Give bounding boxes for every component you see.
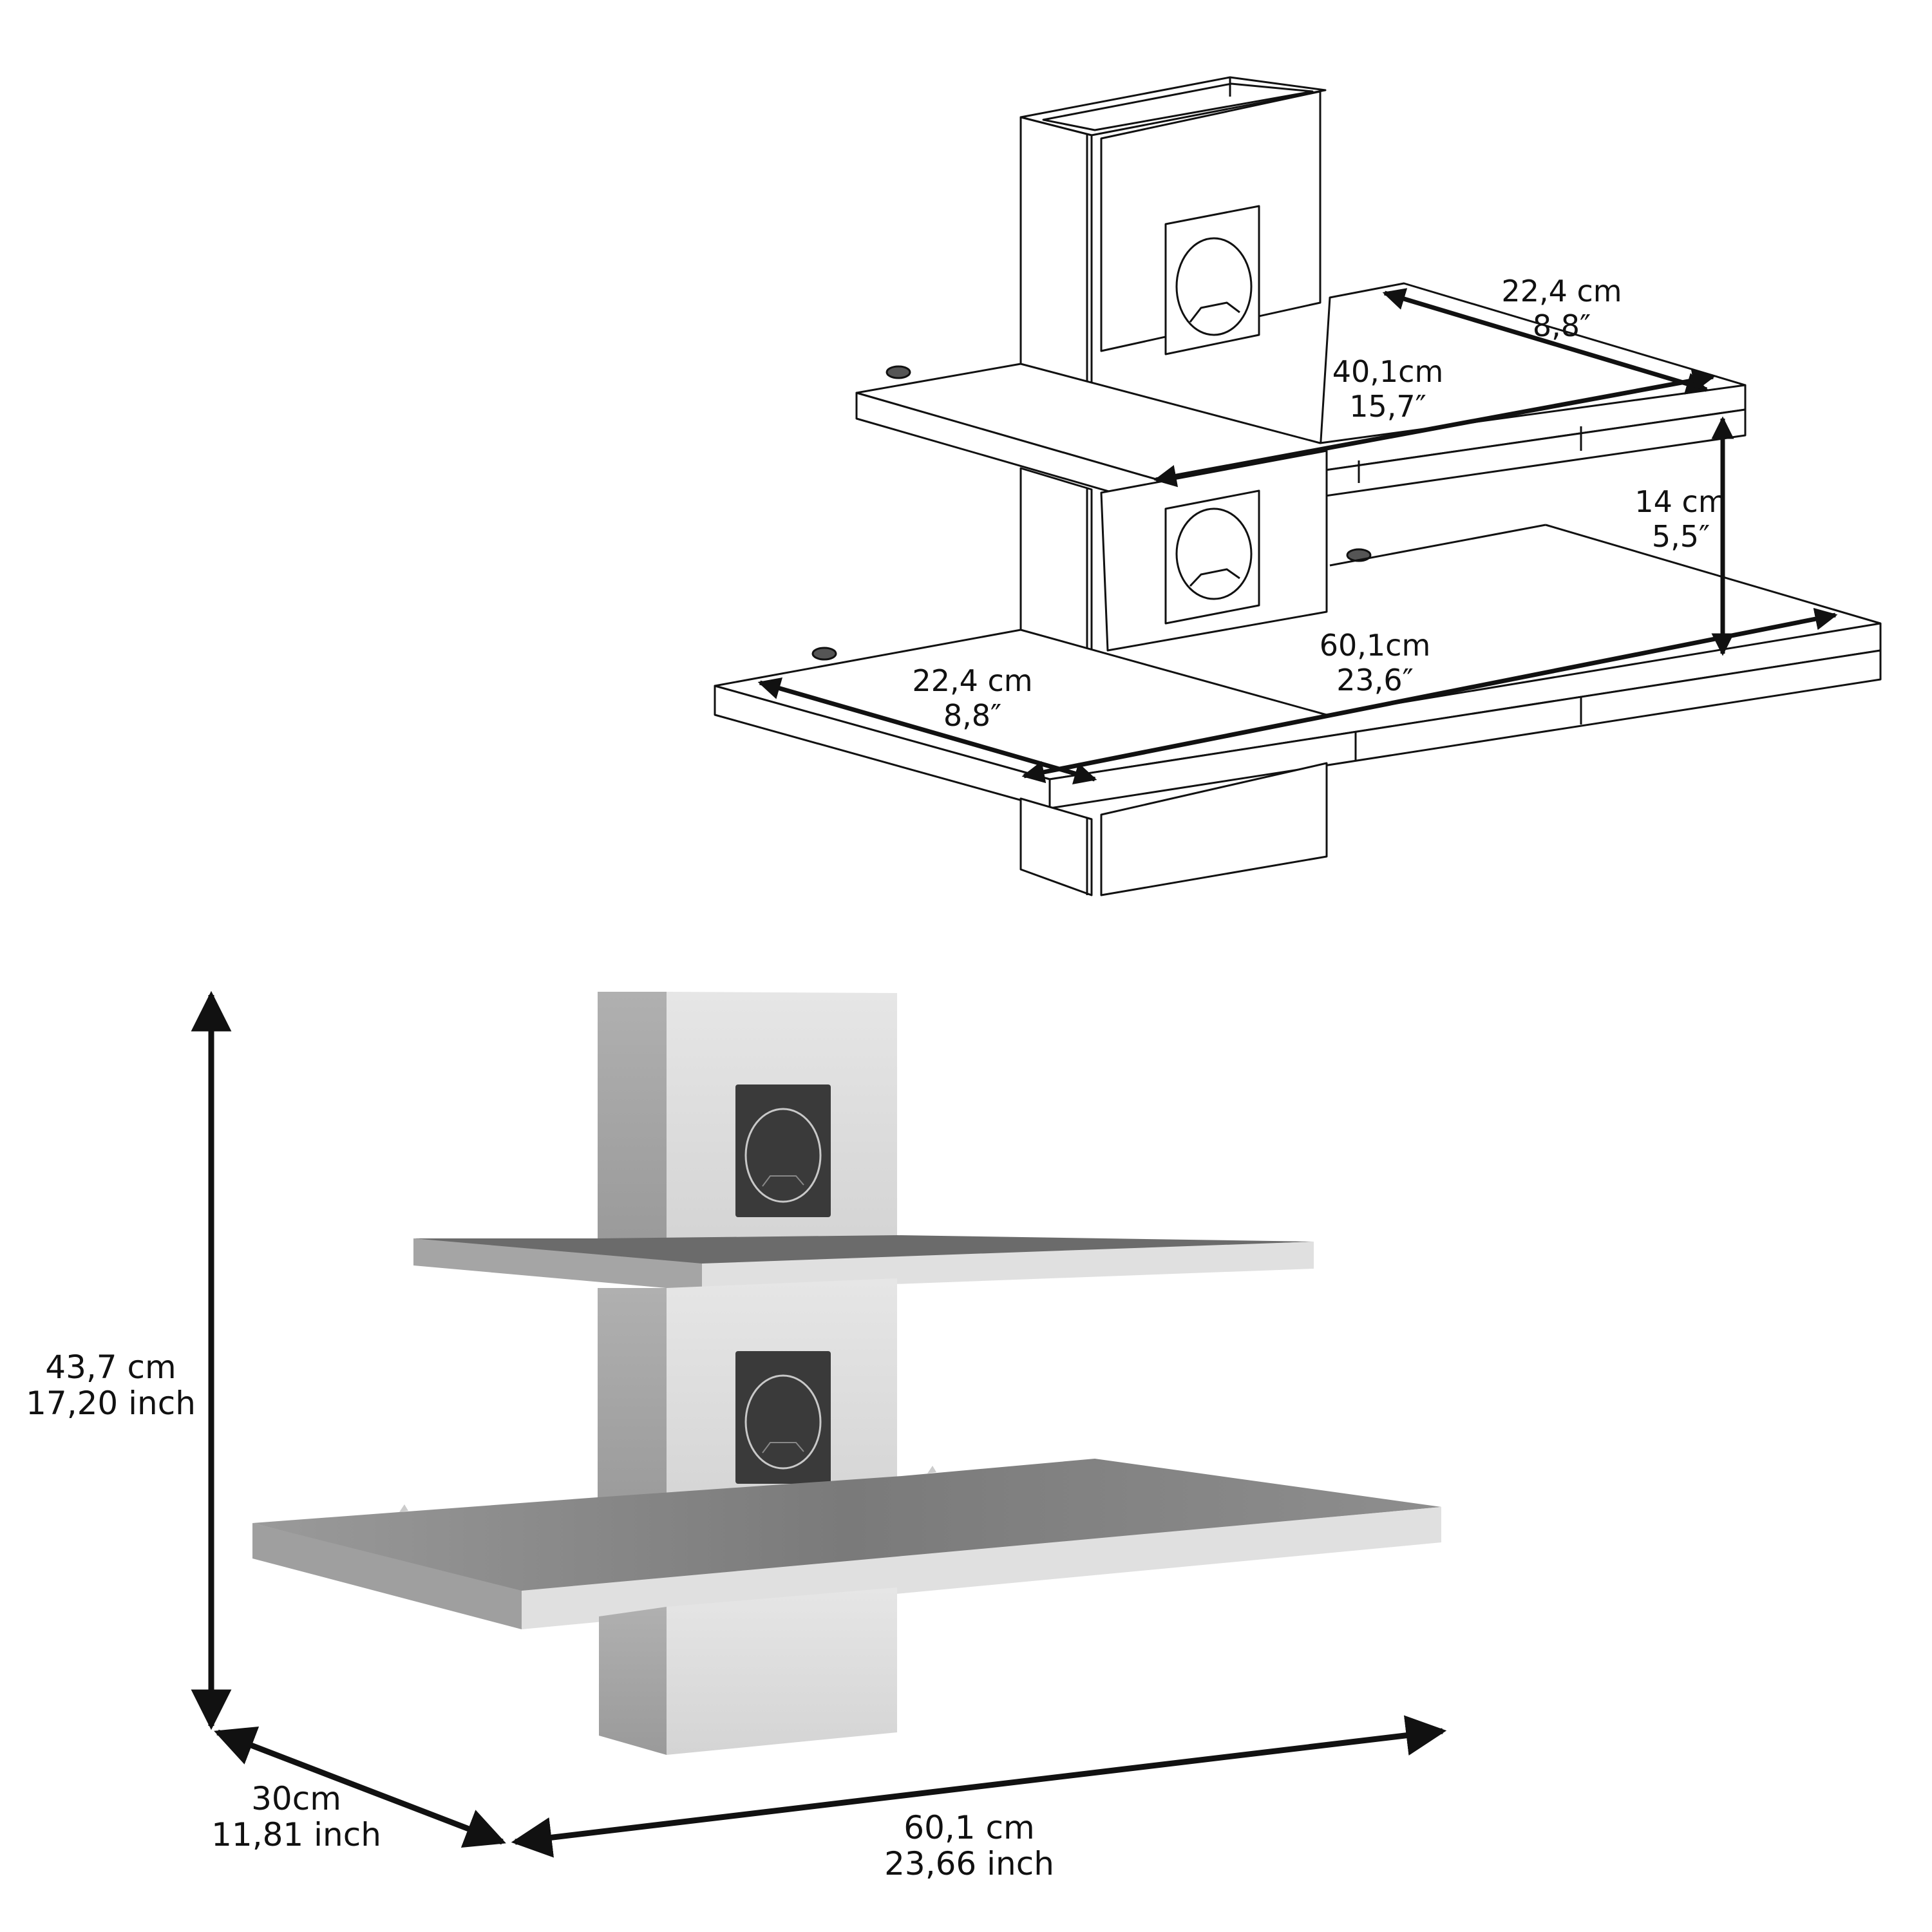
label-bottom-shelf-depth-inch: 8,8″ bbox=[943, 698, 1002, 733]
column-top-rim bbox=[1019, 76, 1327, 137]
column-upper-side bbox=[1019, 116, 1093, 384]
render-column-mid-side bbox=[598, 1288, 667, 1517]
label-bottom-shelf-width-cm: 60,1cm bbox=[1319, 628, 1431, 663]
dim-bottom-depth bbox=[757, 677, 1097, 785]
label-overall-height-cm: 43,7 cm bbox=[45, 1349, 176, 1386]
label-overall-height-inch: 17,20 inch bbox=[26, 1385, 196, 1422]
dim-overall-depth bbox=[214, 1726, 506, 1848]
label-shelf-spacing: 14 cm 5,5″ bbox=[1634, 484, 1727, 554]
label-overall-depth-cm: 30cm bbox=[251, 1780, 341, 1817]
dimension-arrows-line-drawing bbox=[757, 288, 1838, 785]
label-top-shelf-width: 40,1cm 15,7″ bbox=[1332, 354, 1444, 424]
render-column-bottom-front bbox=[667, 1587, 897, 1755]
wall-screw-icon bbox=[886, 365, 911, 379]
dim-overall-width bbox=[511, 1715, 1447, 1858]
label-overall-depth: 30cm 11,81 inch bbox=[211, 1781, 381, 1853]
label-overall-width-inch: 23,66 inch bbox=[884, 1845, 1054, 1882]
rendered-view bbox=[191, 990, 1447, 1858]
label-top-shelf-depth-cm: 22,4 cm bbox=[1501, 274, 1622, 308]
dim-top-width bbox=[1153, 369, 1716, 488]
label-shelf-spacing-cm: 14 cm bbox=[1634, 484, 1727, 519]
render-column-bottom-side bbox=[599, 1607, 667, 1755]
label-top-shelf-width-inch: 15,7″ bbox=[1349, 389, 1426, 424]
grommet-lower-icon bbox=[1164, 489, 1260, 625]
label-top-shelf-depth: 22,4 cm 8,8″ bbox=[1501, 274, 1622, 343]
line-drawing bbox=[714, 76, 1882, 896]
label-overall-width: 60,1 cm 23,66 inch bbox=[884, 1810, 1054, 1882]
render-top-shelf-edge bbox=[702, 1242, 1314, 1291]
dimension-arrows-overall bbox=[191, 990, 1447, 1858]
render-bottom-shelf-front bbox=[252, 1523, 522, 1629]
label-bottom-shelf-depth-cm: 22,4 cm bbox=[912, 663, 1033, 698]
label-top-shelf-width-cm: 40,1cm bbox=[1332, 354, 1444, 389]
render-column-top-side bbox=[598, 992, 667, 1246]
render-grommet-lower-icon bbox=[735, 1351, 831, 1484]
column-middle-side bbox=[1019, 467, 1093, 652]
label-bottom-shelf-width: 60,1cm 23,6″ bbox=[1320, 628, 1431, 697]
column-bottom-side bbox=[1019, 797, 1093, 896]
label-overall-width-cm: 60,1 cm bbox=[904, 1809, 1035, 1846]
label-overall-height: 43,7 cm 17,20 inch bbox=[26, 1349, 196, 1421]
label-shelf-spacing-inch: 5,5″ bbox=[1651, 519, 1710, 554]
label-top-shelf-depth-inch: 8,8″ bbox=[1532, 308, 1591, 343]
render-top-shelf-front bbox=[413, 1238, 702, 1291]
grommet-upper-icon bbox=[1164, 205, 1260, 355]
render-bottom-shelf-edge bbox=[522, 1507, 1441, 1629]
render-bottom-shelf-top bbox=[252, 1459, 1441, 1592]
dim-bottom-width bbox=[1021, 607, 1838, 784]
label-bottom-shelf-width-inch: 23,6″ bbox=[1336, 663, 1414, 697]
label-bottom-shelf-depth: 22,4 cm 8,8″ bbox=[912, 663, 1032, 733]
label-overall-depth-inch: 11,81 inch bbox=[211, 1816, 381, 1853]
render-grommet-upper-icon bbox=[735, 1084, 831, 1217]
